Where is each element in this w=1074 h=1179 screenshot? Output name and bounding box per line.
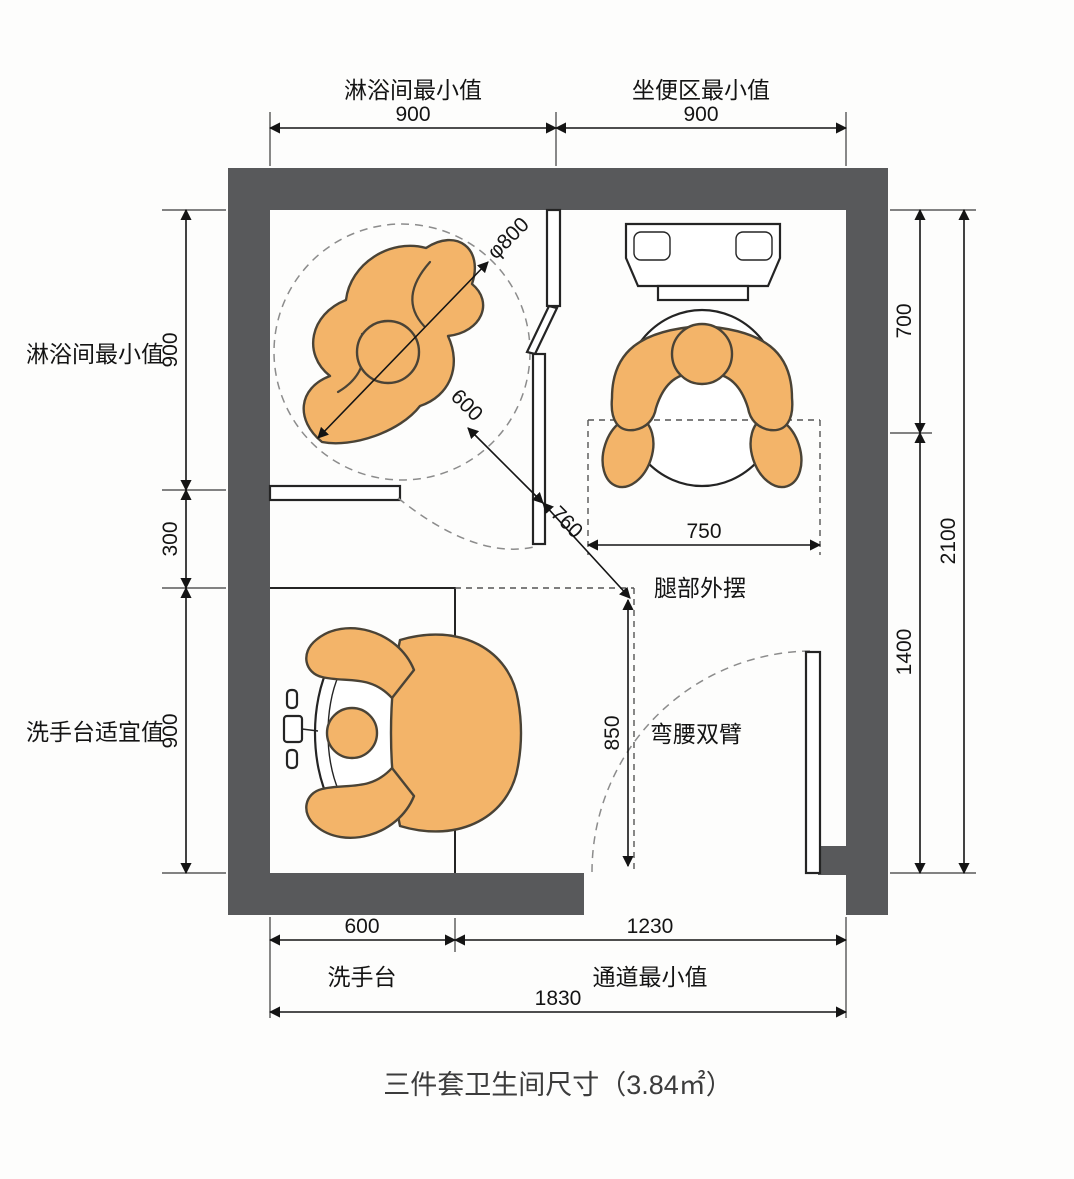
faucet-spout <box>301 728 319 732</box>
door-jamb <box>818 846 848 875</box>
dimensions-top: 淋浴间最小值 坐便区最小值 900 900 <box>268 77 848 166</box>
top-shower-label: 淋浴间最小值 <box>344 77 482 103</box>
washbasin-person-head <box>325 706 379 760</box>
dim-toilet-width-value: 750 <box>686 520 721 543</box>
dim-right-total-value: 2100 <box>937 518 960 565</box>
washbasin-person-body <box>389 633 523 833</box>
washbasin-person-arm-bottom <box>305 766 416 839</box>
shower-glass-panel <box>531 352 547 546</box>
diagram-title: 三件套卫生间尺寸（3.84㎡） <box>383 1070 733 1100</box>
dim-bottom-basin-value: 600 <box>344 915 379 938</box>
dim-diag-760-value: 760 <box>546 502 587 543</box>
dim-bottom-passage-value: 1230 <box>627 915 674 938</box>
bottom-passage-label: 通道最小值 <box>593 964 708 990</box>
shower-person-head <box>355 319 421 385</box>
dim-diag-600-value: 600 <box>446 385 487 426</box>
dim-shower-diameter-value: φ800 <box>483 213 534 264</box>
door-swing-arc <box>591 650 814 873</box>
wall-left <box>228 168 270 915</box>
dim-left-basin-value: 900 <box>159 713 182 748</box>
toilet-tank-detail-left <box>633 231 671 261</box>
dim-right-1400-value: 1400 <box>893 629 916 676</box>
shower-partition-stub <box>545 208 562 308</box>
dim-bend-850-value: 850 <box>601 715 624 750</box>
shower-person <box>302 238 485 445</box>
left-shower-label: 淋浴间最小值 <box>26 341 164 367</box>
dim-shower-diameter <box>317 261 489 439</box>
toilet-seat-hinge <box>656 284 750 302</box>
bottom-basin-label: 洗手台 <box>328 964 397 990</box>
dimensions-bottom: 600 1230 洗手台 通道最小值 1830 <box>268 915 848 1018</box>
top-toilet-label: 坐便区最小值 <box>632 77 770 103</box>
dim-left-shower-value: 900 <box>159 332 182 367</box>
wall-top <box>228 168 888 210</box>
faucet-handle-top <box>285 688 299 710</box>
dimensions-right: 700 1400 2100 <box>890 208 976 875</box>
dim-bottom-total-value: 1830 <box>535 987 582 1010</box>
dim-right-700-value: 700 <box>893 303 916 338</box>
dimensions-left: 900 300 900 淋浴间最小值 洗手台适宜值 <box>26 208 226 875</box>
washbasin-person-arm-top <box>305 627 416 700</box>
toilet-person-head <box>670 322 734 386</box>
shower-door-panel <box>525 304 559 356</box>
door-leaf <box>804 650 822 875</box>
legs-splay-label: 腿部外摆 <box>654 575 746 601</box>
bend-arms-label: 弯腰双臂 <box>650 721 742 747</box>
faucet-handle-bottom <box>285 748 299 770</box>
left-basin-label: 洗手台适宜值 <box>26 719 164 745</box>
wall-bottom-left <box>228 873 584 915</box>
dim-diag-600 <box>467 427 544 504</box>
toilet-tank <box>624 222 782 288</box>
shower-door-swing-arc <box>397 497 539 550</box>
dim-top-shower-value: 900 <box>395 103 430 126</box>
shower-half-wall <box>268 484 402 502</box>
dim-top-toilet-value: 900 <box>683 103 718 126</box>
washbasin-person <box>305 627 523 839</box>
dim-left-gap-value: 300 <box>159 521 182 556</box>
toilet-person <box>601 322 803 489</box>
walls <box>228 168 888 915</box>
dim-diag-760 <box>542 502 631 599</box>
toilet-tank-detail-right <box>735 231 773 261</box>
wall-right <box>846 168 888 915</box>
faucet-body <box>282 714 304 744</box>
